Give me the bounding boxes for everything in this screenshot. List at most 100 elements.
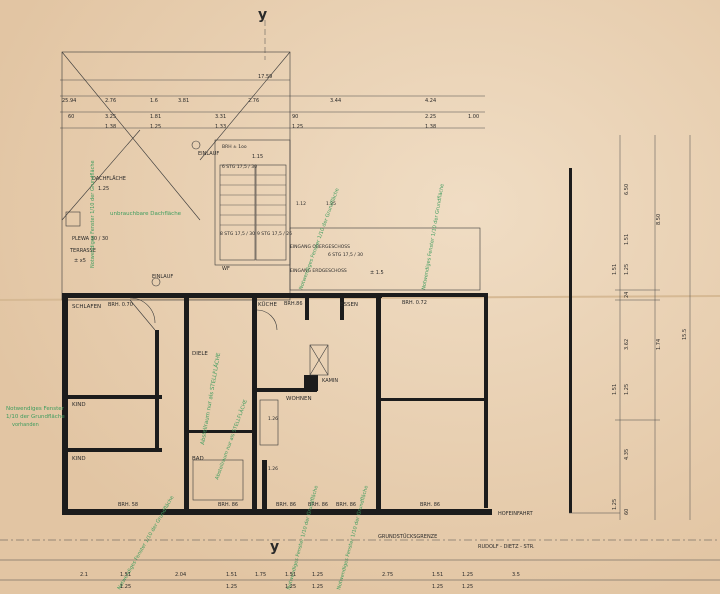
room-wohnen: WOHNEN	[286, 396, 312, 402]
svg-text:BRH. 0.70: BRH. 0.70	[108, 302, 133, 308]
svg-text:1.25: 1.25	[624, 264, 630, 275]
svg-text:BRH. 86: BRH. 86	[336, 502, 356, 508]
svg-text:60: 60	[68, 114, 74, 120]
svg-text:± 1.5: ± 1.5	[370, 270, 384, 276]
svg-text:BRH. 86: BRH. 86	[276, 502, 296, 508]
svg-text:25.94: 25.94	[62, 98, 76, 104]
einlauf-label-2: EINLAUF	[152, 274, 173, 280]
svg-text:6 STG 17,5 / 30: 6 STG 17,5 / 30	[222, 164, 257, 170]
svg-text:8 STG 17,5 / 30: 8 STG 17,5 / 30	[220, 231, 255, 237]
svg-text:1.51: 1.51	[612, 264, 618, 275]
svg-text:1.25: 1.25	[150, 124, 161, 130]
bottom-dimension-lines: 2.1 1.51 2.04 1.51 1.75 1.51 1.25 2.75 1…	[80, 572, 520, 590]
room-kind-1: KIND	[72, 402, 86, 408]
room-schlafen: SCHLAFEN	[72, 304, 101, 310]
svg-text:1.51: 1.51	[226, 572, 237, 578]
axis-mark-top: y	[258, 7, 267, 23]
svg-text:1.00: 1.00	[468, 114, 479, 120]
svg-text:6.50: 6.50	[624, 184, 630, 195]
room-essen: ESSEN	[340, 302, 358, 308]
svg-text:1.81: 1.81	[150, 114, 161, 120]
svg-text:1.25: 1.25	[292, 124, 303, 130]
ground-floor-walls	[62, 293, 492, 515]
svg-text:1.15: 1.15	[252, 154, 263, 160]
svg-text:60: 60	[624, 509, 630, 515]
room-kuche: KÜCHE	[258, 301, 277, 308]
svg-text:1.25: 1.25	[326, 201, 336, 207]
svg-text:1.51: 1.51	[432, 572, 443, 578]
svg-text:2.1: 2.1	[80, 572, 88, 578]
street-label: RUDOLF - DIETZ - STR.	[478, 544, 535, 550]
svg-text:BRH ± 1oo: BRH ± 1oo	[222, 144, 247, 150]
bottom-brh-labels: BRH. 58 BRH. 86 BRH. 86 BRH. 86 BRH. 86 …	[118, 502, 440, 508]
svg-text:vorhanden: vorhanden	[12, 422, 39, 428]
axis-mark-bottom: y	[270, 539, 279, 555]
svg-text:8.50: 8.50	[656, 214, 662, 225]
svg-text:1.51: 1.51	[624, 234, 630, 245]
svg-text:Notwendiges Fenster 1/10 der G: Notwendiges Fenster 1/10 der Grundfläche	[90, 160, 96, 268]
property-line-label: GRUNDSTÜCKSGRENZE	[378, 533, 437, 540]
svg-text:4.35: 4.35	[624, 449, 630, 460]
svg-text:1.25: 1.25	[462, 584, 473, 590]
svg-text:BRH. 86: BRH. 86	[218, 502, 238, 508]
svg-text:1.25: 1.25	[226, 584, 237, 590]
terrasse-label: TERRASSE	[69, 248, 96, 254]
svg-text:3.5: 3.5	[512, 572, 520, 578]
svg-text:1.38: 1.38	[425, 124, 436, 130]
svg-text:BRH.86: BRH.86	[284, 301, 303, 307]
svg-text:BRH. 58: BRH. 58	[118, 502, 138, 508]
svg-text:BRH. 86: BRH. 86	[420, 502, 440, 508]
svg-text:Notwendiges Fenster: Notwendiges Fenster	[6, 406, 65, 412]
svg-text:3.62: 3.62	[624, 339, 630, 350]
svg-text:4.24: 4.24	[425, 98, 436, 104]
svg-text:1.25: 1.25	[285, 584, 296, 590]
room-kind-2: KIND	[72, 456, 86, 462]
svg-text:2.04: 2.04	[175, 572, 186, 578]
room-diele: DIELE	[192, 351, 208, 357]
svg-text:1.25: 1.25	[98, 186, 109, 192]
svg-text:1.25: 1.25	[312, 584, 323, 590]
svg-text:1.6: 1.6	[150, 98, 158, 104]
svg-text:90: 90	[292, 114, 298, 120]
svg-text:1.25: 1.25	[462, 572, 473, 578]
svg-text:1.12: 1.12	[296, 201, 306, 207]
svg-text:1.75: 1.75	[255, 572, 266, 578]
svg-text:2.76: 2.76	[248, 98, 259, 104]
svg-text:1.74: 1.74	[656, 339, 662, 350]
upper-floor: DACHFLÄCHE 1.25 EINLAUF EINLAUF 6 STG 17…	[61, 51, 481, 301]
svg-text:WF: WF	[222, 266, 230, 272]
svg-text:± x5: ± x5	[74, 258, 86, 264]
svg-text:1.25: 1.25	[612, 499, 618, 510]
svg-text:1.25: 1.25	[120, 584, 131, 590]
svg-text:2.75: 2.75	[382, 572, 393, 578]
side-section: 6.50 1.51 1.25 1.51 24 3.62 1.25 1.51 4.…	[569, 135, 691, 520]
svg-text:BRH. 86: BRH. 86	[308, 502, 328, 508]
room-bad: BAD	[192, 456, 204, 462]
svg-text:24: 24	[624, 292, 630, 298]
svg-text:3.81: 3.81	[178, 98, 189, 104]
svg-text:1.51: 1.51	[612, 384, 618, 395]
svg-text:3.44: 3.44	[330, 98, 341, 104]
svg-text:EINGANG OBERGESCHOSS: EINGANG OBERGESCHOSS	[290, 244, 350, 250]
svg-text:BRH. 0.72: BRH. 0.72	[402, 300, 427, 306]
ground-floor-thin-lines	[129, 297, 329, 501]
room-labels: SCHLAFEN BRH. 0.70 KÜCHE BRH.86 ESSEN BR…	[72, 300, 535, 550]
svg-text:1.26: 1.26	[268, 416, 278, 422]
svg-text:3.25: 3.25	[105, 114, 116, 120]
einlauf-label-1: EINLAUF	[198, 151, 219, 157]
plewa-label: PLEWA 30 / 30	[72, 236, 108, 242]
svg-text:1.25: 1.25	[312, 572, 323, 578]
svg-text:1.38: 1.38	[105, 124, 116, 130]
svg-text:1.33: 1.33	[215, 124, 226, 130]
svg-text:15.5: 15.5	[682, 329, 688, 340]
svg-text:EINGANG ERDGESCHOSS: EINGANG ERDGESCHOSS	[290, 268, 347, 274]
svg-text:1.26: 1.26	[268, 466, 278, 472]
svg-text:1.25: 1.25	[432, 584, 443, 590]
svg-text:1.51: 1.51	[285, 572, 296, 578]
svg-text:9 STG 17,5 / 26: 9 STG 17,5 / 26	[257, 231, 292, 237]
svg-text:1.25: 1.25	[624, 384, 630, 395]
svg-text:1.51: 1.51	[120, 572, 131, 578]
top-dimension-lines: 17.59 25.94 2.76 1.6 3.81 2.76 3.44 4.24…	[60, 74, 485, 130]
svg-text:6 STG 17,5 / 30: 6 STG 17,5 / 30	[328, 252, 363, 258]
